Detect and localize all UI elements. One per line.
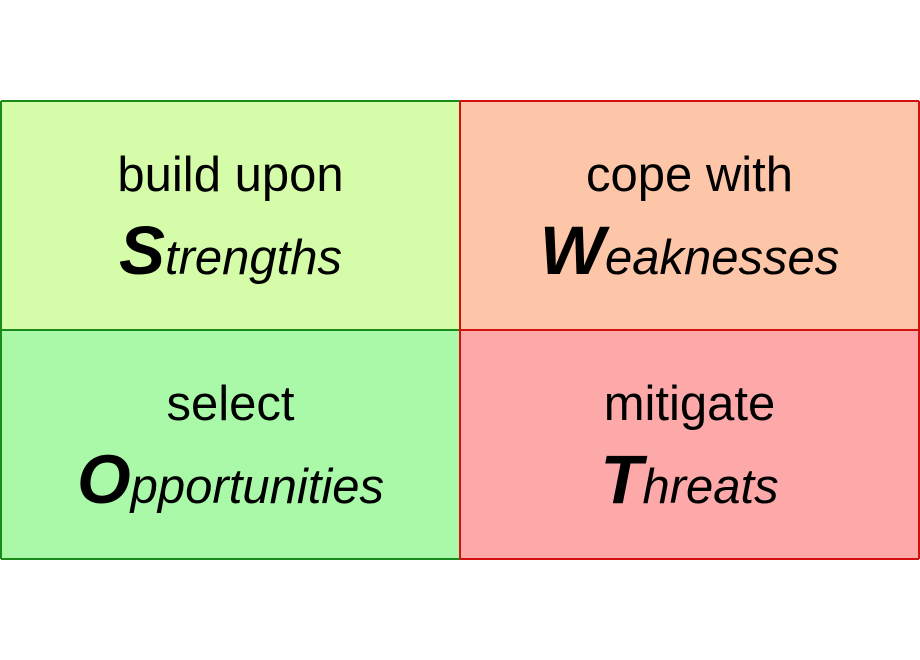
strengths-quadrant: build upon Strengths — [1, 101, 460, 330]
opportunities-verb: select — [166, 376, 295, 431]
strengths-verb: build upon — [117, 147, 344, 202]
weaknesses-rest: eaknesses — [604, 230, 840, 285]
swot-matrix: build upon Strengths cope with Weaknesse… — [0, 100, 920, 560]
threats-verb: mitigate — [603, 376, 776, 431]
threats-rest: hreats — [642, 459, 779, 514]
strengths-initial: S — [118, 211, 165, 289]
opportunities-quadrant: select Opportunities — [1, 330, 460, 559]
strengths-label: Strengths — [119, 216, 342, 285]
strengths-rest: trengths — [164, 230, 343, 285]
opportunities-label: Opportunities — [77, 445, 384, 514]
opportunities-rest: pportunities — [130, 459, 384, 514]
weaknesses-quadrant: cope with Weaknesses — [460, 101, 919, 330]
opportunities-initial: O — [77, 440, 131, 518]
weaknesses-initial: W — [539, 211, 605, 289]
threats-quadrant: mitigate Threats — [460, 330, 919, 559]
weaknesses-verb: cope with — [585, 147, 793, 202]
threats-label: Threats — [600, 445, 778, 514]
weaknesses-label: Weaknesses — [540, 216, 839, 285]
threats-initial: T — [600, 440, 643, 518]
